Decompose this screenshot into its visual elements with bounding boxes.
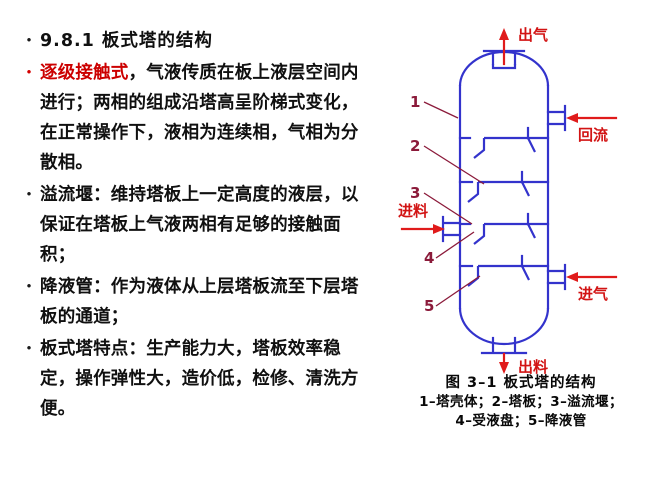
list-item: • 9.8.1 板式塔的结构: [18, 26, 373, 56]
plate-tower-diagram: .ln{stroke:#3333cc;stroke-width:2.2;fill…: [388, 18, 667, 378]
label-gas-out: 出气: [518, 26, 548, 44]
label-gas-in: 进气: [578, 285, 608, 303]
bullet-text: 板式塔特点：生产能力大，塔板效率稳定，操作弹性大，造价低，检修、清洗方便。: [40, 339, 359, 419]
callout-4: 4: [424, 249, 434, 267]
list-item: • 板式塔特点：生产能力大，塔板效率稳定，操作弹性大，造价低，检修、清洗方便。: [18, 334, 373, 424]
callout-2: 2: [410, 137, 420, 155]
bullet-text: 溢流堰：维持塔板上一定高度的液层，以保证在塔板上气液两相有足够的接触面积；: [40, 185, 359, 265]
bullet-text: 9.8.1 板式塔的结构: [40, 31, 213, 51]
bullet-marker-icon: •: [26, 33, 32, 49]
list-item: • 降液管：作为液体从上层塔板流至下层塔板的通道；: [18, 272, 373, 332]
caption-line-2: 1–塔壳体；2–塔板；3–溢流堰；: [419, 394, 623, 410]
bullet-marker-icon: •: [26, 187, 32, 203]
bullet-text-rest: ，气液传质在板上液层空间内进行；两相的组成沿塔高呈阶梯式变化，在正常操作下，液相…: [40, 63, 359, 173]
highlighted-term: 逐级接触式: [40, 63, 129, 83]
label-feed: 进料: [398, 202, 428, 220]
caption-line-3: 4–受液盘；5–降液管: [455, 413, 587, 429]
bullet-text: 降液管：作为液体从上层塔板流至下层塔板的通道；: [40, 277, 359, 327]
bullet-list: • 9.8.1 板式塔的结构 • 逐级接触式，气液传质在板上液层空间内进行；两相…: [18, 26, 373, 426]
callout-1: 1: [410, 93, 420, 111]
caption-line-1: 图 3–1 板式塔的结构: [445, 375, 597, 391]
bullet-marker-icon: •: [26, 341, 32, 357]
bullet-text: 逐级接触式，气液传质在板上液层空间内进行；两相的组成沿塔高呈阶梯式变化，在正常操…: [40, 58, 373, 178]
figure-caption: 图 3–1 板式塔的结构 1–塔壳体；2–塔板；3–溢流堰； 4–受液盘；5–降…: [375, 374, 667, 431]
callout-3: 3: [410, 184, 420, 202]
bullet-marker-icon: •: [26, 65, 32, 81]
list-item: • 溢流堰：维持塔板上一定高度的液层，以保证在塔板上气液两相有足够的接触面积；: [18, 180, 373, 270]
label-liquid-out: 出料: [518, 358, 548, 376]
list-item: • 逐级接触式，气液传质在板上液层空间内进行；两相的组成沿塔高呈阶梯式变化，在正…: [18, 58, 373, 178]
bullet-marker-icon: •: [26, 279, 32, 295]
callout-5: 5: [424, 297, 434, 315]
label-reflux: 回流: [578, 126, 608, 144]
